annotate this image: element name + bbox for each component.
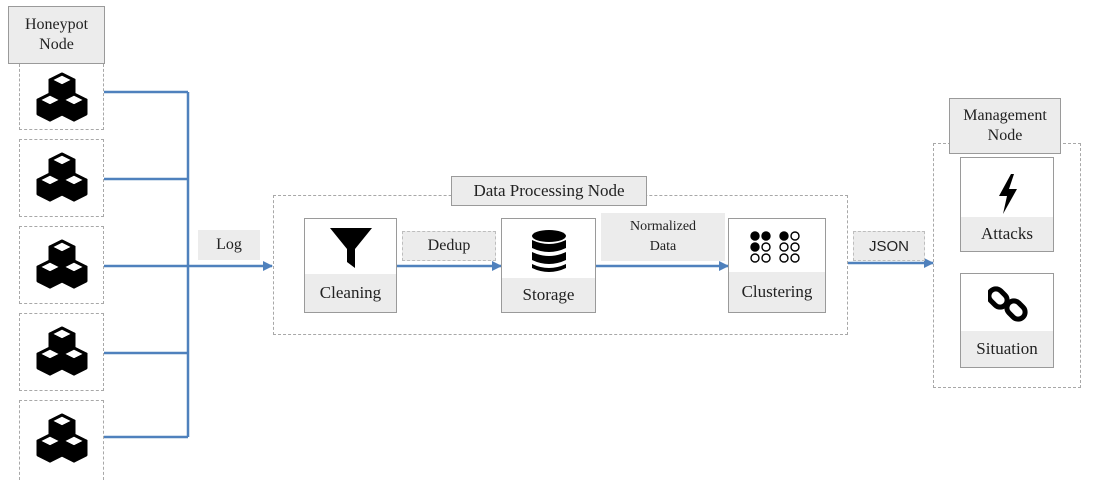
cubes-icon [36, 326, 88, 376]
cubes-icon [36, 239, 88, 289]
management-title-line1: Management [963, 107, 1047, 124]
honeypot-node-2[interactable] [19, 139, 104, 217]
attacks-label: Attacks [961, 217, 1053, 251]
honeypot-title-line2: Node [39, 36, 74, 53]
normalized-data-label: Normalized Data [601, 213, 725, 261]
lightning-icon [999, 174, 1017, 214]
situation-label: Situation [961, 331, 1053, 367]
filter-icon [330, 228, 372, 268]
dedup-label: Dedup [402, 231, 496, 261]
cubes-icon [36, 413, 88, 463]
log-label: Log [198, 230, 260, 260]
cleaning-label: Cleaning [305, 274, 396, 312]
storage-step[interactable]: Storage [501, 218, 596, 313]
honeypot-node-5[interactable] [19, 400, 104, 480]
cubes-icon [36, 72, 88, 122]
json-label: JSON [853, 231, 925, 261]
honeypot-title-line1: Honeypot [24, 16, 89, 33]
data-processing-title: Data Processing Node [451, 176, 647, 206]
situation-panel[interactable]: Situation [960, 273, 1054, 368]
clustering-step[interactable]: Clustering [728, 218, 826, 313]
normalized-label-line1: Normalized [629, 219, 697, 234]
dots-grid-icon [750, 231, 800, 263]
honeypot-node-4[interactable] [19, 313, 104, 391]
attacks-panel[interactable]: Attacks [960, 157, 1054, 252]
cleaning-step[interactable]: Cleaning [304, 218, 397, 313]
clustering-label: Clustering [729, 272, 825, 312]
cubes-icon [36, 152, 88, 202]
honeypot-node-title: Honeypot Node [8, 6, 105, 64]
management-title-line2: Node [987, 127, 1023, 144]
normalized-label-line2: Data [649, 239, 677, 254]
honeypot-node-3[interactable] [19, 226, 104, 304]
honeypot-node-1[interactable] [19, 64, 104, 130]
storage-label: Storage [502, 278, 595, 312]
database-icon [532, 230, 566, 272]
chain-link-icon [988, 286, 1028, 322]
management-node-title: Management Node [949, 98, 1061, 154]
